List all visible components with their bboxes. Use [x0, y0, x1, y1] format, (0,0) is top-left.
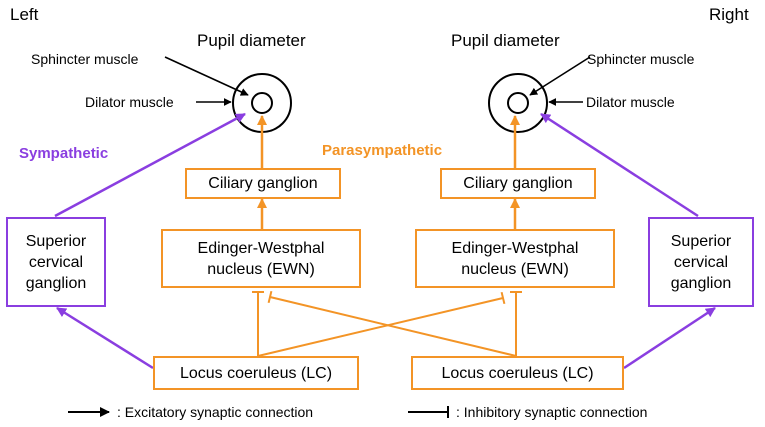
- right-lc-to-left-ewn-inhibitory: [267, 290, 517, 357]
- right-pupil-outer-ring: [488, 73, 548, 133]
- left-locus-coeruleus-label: Locus coeruleus (LC): [179, 364, 333, 382]
- sympathetic-label: Sympathetic: [19, 145, 109, 162]
- right-lc-to-right-scg-arrow: [623, 306, 716, 370]
- left-lc-to-left-ewn-inhibitory: [252, 291, 264, 356]
- left-pupil-title: Pupil diameter: [197, 31, 306, 50]
- right-pupil-inner-ring: [507, 92, 529, 114]
- right-ewn-label-line2: nucleus (EWN): [461, 260, 569, 278]
- right-pupil: [488, 73, 548, 133]
- left-scg-to-pupil-arrow: [54, 112, 246, 218]
- left-lc-to-right-ewn-inhibitory: [257, 291, 506, 357]
- parasympathetic-label: Parasympathetic: [322, 142, 443, 159]
- left-lc-to-left-scg-arrow: [56, 306, 154, 370]
- right-superior-cervical-ganglion-box: Superior cervical ganglion: [648, 217, 754, 307]
- left-sphincter-label: Sphincter muscle: [31, 51, 139, 67]
- right-ewn-box: Edinger-Westphal nucleus (EWN): [415, 229, 615, 288]
- right-locus-coeruleus-box: Locus coeruleus (LC): [411, 356, 624, 390]
- legend-inhibitory-bar-icon: [408, 406, 449, 418]
- left-dilator-label: Dilator muscle: [85, 94, 174, 110]
- right-side-label: Right: [709, 5, 749, 24]
- right-pupil-title: Pupil diameter: [451, 31, 560, 50]
- left-locus-coeruleus-box: Locus coeruleus (LC): [153, 356, 359, 390]
- right-sphincter-pointer: [529, 56, 591, 96]
- right-locus-coeruleus-label: Locus coeruleus (LC): [441, 364, 594, 382]
- right-scg-to-pupil-arrow: [540, 112, 699, 218]
- right-ewn-label-line1: Edinger-Westphal: [451, 239, 579, 257]
- left-ciliary-ganglion-box: Ciliary ganglion: [185, 168, 341, 199]
- legend-inhibitory-label: : Inhibitory synaptic connection: [456, 404, 648, 420]
- left-ewn-label-line2: nucleus (EWN): [207, 260, 315, 278]
- right-scg-label-line1: Superior: [670, 232, 732, 250]
- right-ciliary-ganglion-box: Ciliary ganglion: [440, 168, 596, 199]
- left-scg-label-line3: ganglion: [25, 274, 87, 292]
- left-side-label: Left: [10, 5, 39, 24]
- right-dilator-label: Dilator muscle: [586, 94, 675, 110]
- left-scg-label-line2: cervical: [28, 253, 84, 271]
- left-sphincter-pointer: [164, 56, 249, 96]
- left-ewn-label-line1: Edinger-Westphal: [197, 239, 325, 257]
- left-ciliary-ganglion-label: Ciliary ganglion: [208, 175, 318, 192]
- right-lc-to-right-ewn-inhibitory: [510, 291, 522, 356]
- right-sphincter-label: Sphincter muscle: [587, 51, 695, 67]
- left-ewn-box: Edinger-Westphal nucleus (EWN): [161, 229, 361, 288]
- right-scg-label-line3: ganglion: [670, 274, 732, 292]
- right-scg-label-line2: cervical: [673, 253, 729, 271]
- left-pupil-inner-ring: [251, 92, 273, 114]
- left-superior-cervical-ganglion-box: Superior cervical ganglion: [6, 217, 106, 307]
- left-scg-label-line1: Superior: [25, 232, 87, 250]
- legend-excitatory-label: : Excitatory synaptic connection: [117, 404, 314, 420]
- right-ciliary-ganglion-label: Ciliary ganglion: [463, 175, 573, 192]
